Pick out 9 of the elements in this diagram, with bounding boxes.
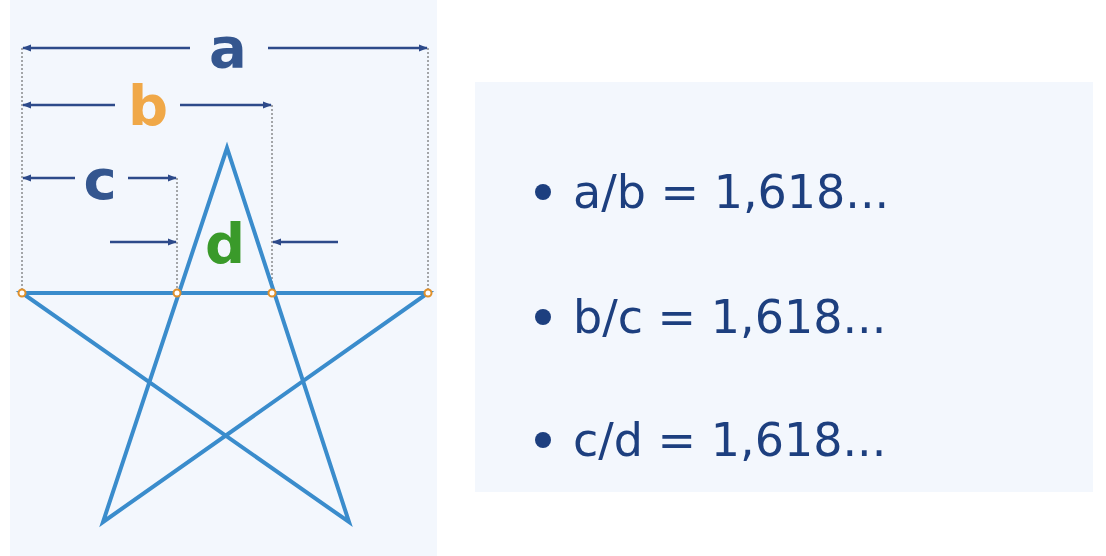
dimension-label: c (83, 150, 117, 210)
dimension-label: a (209, 18, 247, 78)
dimension-label: d (204, 214, 246, 274)
ratio-text: a/b = 1,618... (573, 164, 890, 220)
dimension-label: b (127, 76, 169, 136)
ratio-text: b/c = 1,618... (573, 289, 887, 345)
drawing-panel (10, 0, 437, 556)
ratio-text: c/d = 1,618... (573, 412, 887, 468)
ratio-panel (475, 82, 1093, 492)
